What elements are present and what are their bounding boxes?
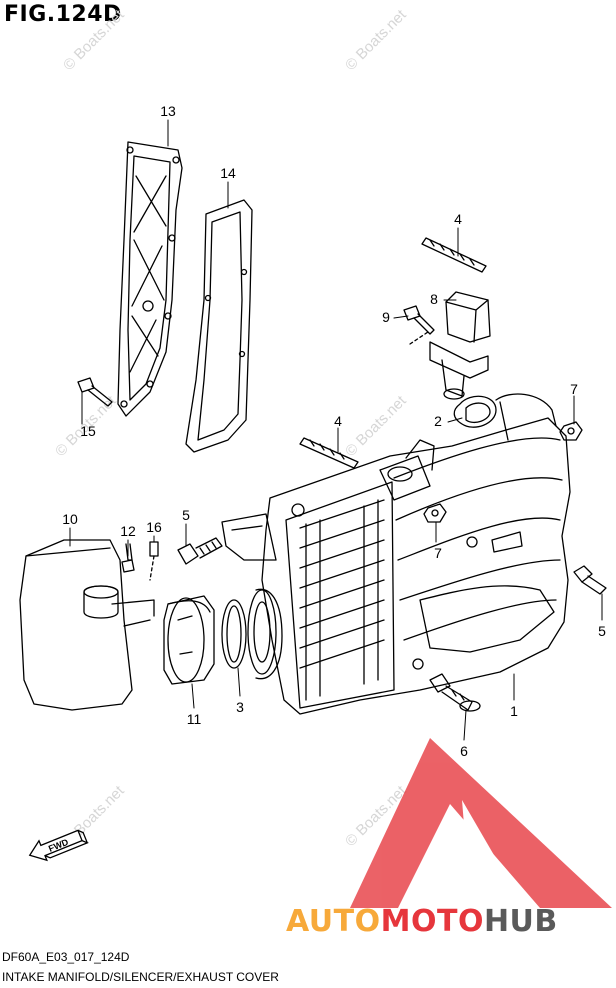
bolt-5a-part xyxy=(177,537,223,565)
brand-logo-icon xyxy=(350,738,612,908)
callout-14: 14 xyxy=(220,165,236,181)
silencer-adapter-part xyxy=(247,588,283,680)
silencer-case-part xyxy=(163,595,215,685)
stud-upper-part xyxy=(421,237,487,273)
nut-7b-part xyxy=(423,503,447,523)
callout-10: 10 xyxy=(62,511,78,527)
figure-title: FIG.124D xyxy=(4,2,122,27)
diagram-code: DF60A_E03_017_124D xyxy=(2,950,130,964)
bolt-5b-part xyxy=(573,565,607,595)
callout-4b: 4 xyxy=(334,413,342,429)
callout-7a: 7 xyxy=(570,381,578,397)
callout-7b: 7 xyxy=(434,545,442,561)
bolt-6-part xyxy=(429,673,481,712)
callout-13: 13 xyxy=(160,103,176,119)
callout-1: 1 xyxy=(510,703,518,719)
nut-7a-part xyxy=(559,421,583,441)
o-ring-2-part xyxy=(453,395,497,428)
stud-lower-part xyxy=(299,437,359,469)
callout-8: 8 xyxy=(430,291,438,307)
callout-6: 6 xyxy=(460,743,468,759)
idle-air-valve-part xyxy=(429,291,491,400)
silencer-gasket-part xyxy=(221,599,247,669)
brand-part-2: MOTO xyxy=(380,904,484,939)
exhaust-cover-gasket-part xyxy=(185,199,253,453)
callout-3: 3 xyxy=(236,699,244,715)
exhaust-cover-part xyxy=(117,141,183,417)
callout-9: 9 xyxy=(382,309,390,325)
callout-12: 12 xyxy=(120,523,136,539)
bolt-15-part xyxy=(77,377,113,407)
clip-16-part xyxy=(149,541,159,581)
fwd-arrow-icon: FWD xyxy=(28,829,89,862)
leader-lines xyxy=(69,119,603,741)
callout-11: 11 xyxy=(187,711,202,727)
callout-4a: 4 xyxy=(454,211,462,227)
callout-5b: 5 xyxy=(598,623,606,639)
intake-manifold-part xyxy=(221,393,571,715)
diagram-caption: INTAKE MANIFOLD/SILENCER/EXHAUST COVER xyxy=(2,970,279,984)
callout-16: 16 xyxy=(146,519,162,535)
screw-12-part xyxy=(121,543,135,573)
brand-part-3: HUB xyxy=(483,904,558,939)
brand-wordmark: AUTOMOTOHUB xyxy=(286,904,558,939)
brand-part-1: AUTO xyxy=(286,904,381,939)
screw-9-part xyxy=(403,305,435,345)
callout-15: 15 xyxy=(80,423,96,439)
callout-2: 2 xyxy=(434,413,442,429)
callout-5a: 5 xyxy=(182,507,190,523)
silencer-part xyxy=(19,539,155,711)
